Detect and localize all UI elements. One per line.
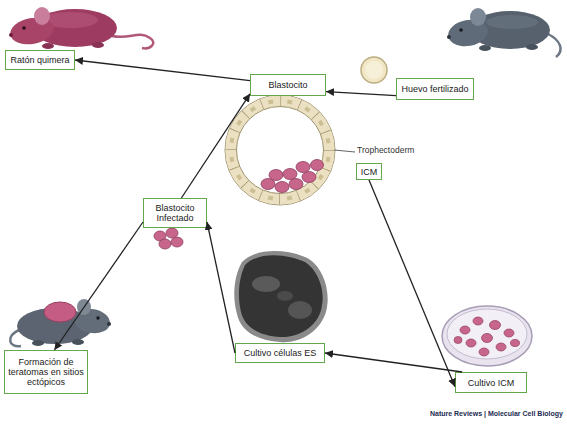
label-box: Huevo fertilizado	[396, 78, 474, 100]
label-box: Blastocito	[250, 74, 326, 96]
dish-cell	[490, 321, 501, 330]
box-label: Cultivo células ES	[244, 348, 317, 358]
icm-cells	[261, 160, 324, 193]
es-colony-texture	[252, 276, 280, 292]
label-box: Formación de teratomas en sitios ectópic…	[4, 350, 88, 394]
mouse-tail	[10, 330, 21, 346]
box-label: Huevo fertilizado	[401, 84, 468, 94]
cell-nuclei	[231, 101, 329, 199]
mouse-nose	[107, 322, 111, 326]
box-label: Blastocito	[268, 80, 307, 90]
mouse-ear	[34, 7, 50, 25]
es-colony-texture	[277, 291, 293, 301]
mouse-ear	[77, 299, 91, 315]
blastocoel	[237, 107, 324, 194]
flow-arrow	[75, 60, 250, 81]
dish-cell	[473, 317, 483, 325]
infected-cell	[171, 237, 183, 247]
egg-inner	[365, 61, 383, 79]
dish-cell	[466, 339, 476, 347]
box-label: Ratón quimera	[10, 55, 69, 65]
culture-dish	[442, 306, 532, 366]
box-label: ICM	[361, 167, 378, 177]
label-box: Blastocito Infectado	[143, 198, 207, 228]
mouse-foot	[32, 340, 44, 346]
box-label: Formación de teratomas en sitios ectópic…	[8, 357, 84, 387]
es-colony-halo	[234, 251, 327, 342]
mouse-eye	[459, 28, 463, 32]
trophectoderm-ring	[231, 101, 329, 199]
teratoma	[44, 302, 76, 322]
icm-cell	[302, 172, 316, 183]
label-box: Ratón quimera	[5, 50, 75, 70]
cell-boundaries	[231, 101, 329, 199]
mouse-eye	[96, 316, 99, 319]
box-label: Blastocito Infectado	[147, 203, 203, 223]
icm-cell	[269, 170, 283, 181]
dish-cell	[496, 343, 506, 351]
mouse-foot	[42, 43, 54, 49]
flow-arrow	[181, 94, 250, 198]
infected-cell	[159, 239, 171, 249]
mouse-eye	[22, 26, 26, 30]
mouse-nose	[447, 35, 451, 39]
infected-cell	[166, 228, 178, 238]
dish-cell	[454, 337, 462, 344]
dish-cells	[454, 317, 520, 356]
infected-cells	[154, 228, 183, 249]
mouse-ear	[470, 8, 486, 26]
box-label: Cultivo ICM	[468, 378, 515, 388]
flow-arrow	[369, 180, 455, 387]
mouse-foot	[526, 44, 538, 50]
dish-cell	[511, 340, 520, 347]
icm-cell	[283, 169, 297, 180]
flow-arrow	[325, 353, 462, 372]
blastocyst-outline	[225, 95, 335, 205]
icm-cell	[311, 160, 324, 171]
leader-line	[334, 150, 355, 152]
dish-cell	[460, 326, 470, 334]
part-label: Trophectoderm	[357, 146, 414, 155]
dish-cell	[482, 334, 493, 343]
label-box: ICM	[356, 163, 382, 180]
egg-cell	[361, 57, 387, 83]
flow-arrow	[207, 222, 235, 353]
mouse-foot	[92, 42, 104, 48]
label-box: Cultivo ICM	[455, 372, 527, 393]
dish-cell	[504, 329, 514, 337]
icm-cell	[275, 182, 289, 193]
watermark: Nature Reviews | Molecular Cell Biology	[430, 410, 563, 418]
mouse-nose	[9, 33, 13, 37]
flow-arrow	[54, 222, 143, 350]
icm-cell	[296, 162, 310, 173]
mouse-foot	[479, 45, 491, 51]
mouse-foot	[72, 339, 84, 345]
es-colony-texture	[288, 301, 312, 319]
mouse-tail	[548, 34, 561, 57]
dish-rim	[447, 309, 527, 359]
label-box: Cultivo células ES	[235, 343, 325, 363]
es-colony	[239, 255, 323, 337]
icm-cell	[289, 179, 303, 190]
flow-arrow	[326, 92, 396, 96]
mouse-tail	[112, 35, 153, 49]
connector-group	[54, 60, 462, 387]
mouse-highlight	[486, 15, 538, 29]
dish-cell	[479, 348, 489, 356]
